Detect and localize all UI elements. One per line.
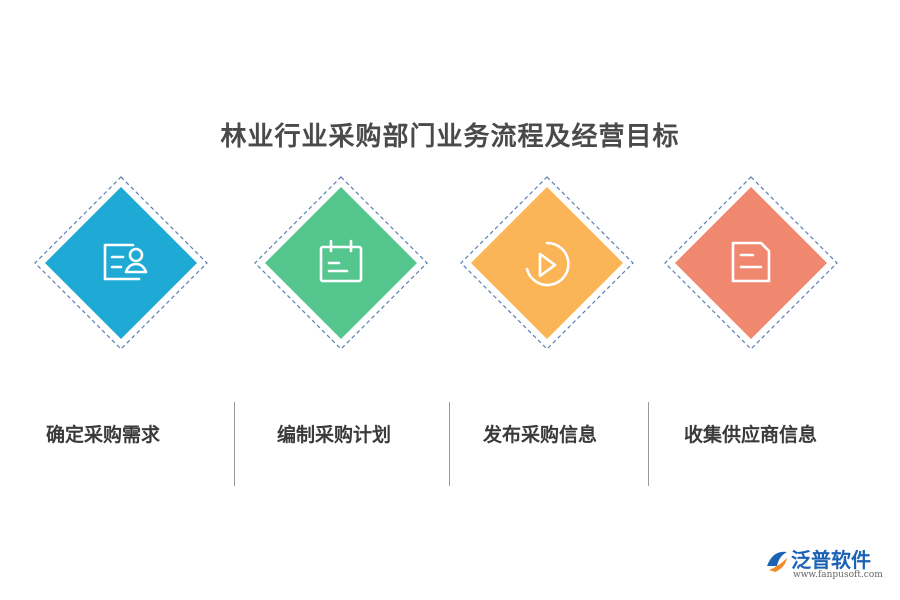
step-1-label: 确定采购需求 — [46, 424, 161, 446]
user-card-icon — [103, 243, 148, 281]
divider — [449, 402, 450, 486]
calendar-icon — [319, 239, 363, 283]
logo-name: 泛普软件 — [791, 548, 871, 572]
step-2-label: 编制采购计划 — [277, 424, 392, 446]
step-3-label: 发布采购信息 — [483, 424, 598, 446]
brand-logo: 泛普软件 www.fanpusoft.com — [763, 544, 888, 586]
logo-url: www.fanpusoft.com — [793, 570, 883, 580]
step-4-label: 收集供应商信息 — [684, 424, 818, 446]
pie-chart-icon — [525, 241, 570, 287]
step-2-diamond — [253, 175, 429, 351]
step-4-diamond — [663, 175, 839, 351]
step-1-diamond — [33, 175, 209, 351]
divider — [234, 402, 235, 486]
page-title: 林业行业采购部门业务流程及经营目标 — [220, 122, 680, 152]
step-3-diamond — [459, 175, 635, 351]
save-disk-icon — [731, 241, 771, 283]
divider — [648, 402, 649, 486]
logo-mark-icon — [767, 551, 787, 572]
